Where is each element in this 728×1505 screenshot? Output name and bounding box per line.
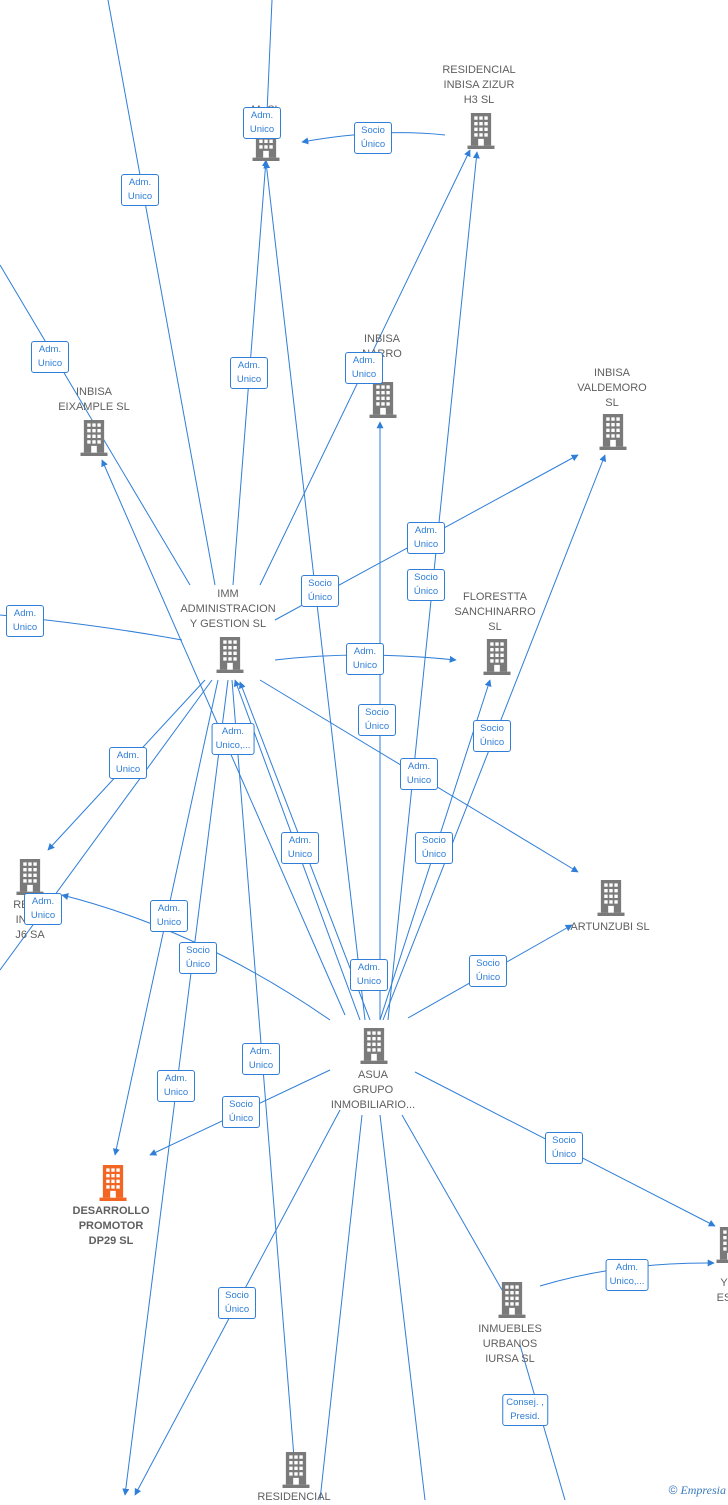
edge-label[interactable]: Socio Único xyxy=(415,832,453,864)
edge-label[interactable]: Socio Único xyxy=(222,1096,260,1128)
edge-label[interactable]: Adm. Unico xyxy=(281,832,319,864)
building-icon[interactable] xyxy=(499,1282,526,1318)
node-label-imm[interactable]: IMM ADMINISTRACION Y GESTION SL xyxy=(168,587,288,632)
edge-label[interactable]: Socio Único xyxy=(407,569,445,601)
edge-label[interactable]: Adm. Unico xyxy=(150,900,188,932)
edge-label[interactable]: Socio Único xyxy=(218,1287,256,1319)
edge xyxy=(232,680,295,1470)
building-icon[interactable] xyxy=(468,113,495,149)
building-icon[interactable] xyxy=(484,639,511,675)
edge-label[interactable]: Consej. , Presid. xyxy=(502,1394,548,1426)
node-label-inmuebles[interactable]: INMUEBLES URBANOS IURSA SL xyxy=(450,1322,570,1367)
edge-label[interactable]: Socio Único xyxy=(545,1132,583,1164)
edge xyxy=(402,1115,502,1290)
edge-label[interactable]: Adm. Unico xyxy=(31,341,69,373)
edge-label[interactable]: Adm. Unico xyxy=(109,747,147,779)
edge-label[interactable]: Adm. Unico xyxy=(121,174,159,206)
edge-label[interactable]: Adm. Unico xyxy=(242,1043,280,1075)
node-label-desarrollo[interactable]: DESARROLLO PROMOTOR DP29 SL xyxy=(51,1204,171,1249)
edge-label[interactable]: Socio Único xyxy=(301,575,339,607)
building-icon[interactable] xyxy=(598,880,625,916)
building-icon[interactable] xyxy=(100,1165,127,1201)
edge-label[interactable]: Adm. Unico,... xyxy=(212,723,255,755)
building-icon[interactable] xyxy=(717,1227,728,1263)
edge-label[interactable]: Adm. Unico xyxy=(6,605,44,637)
edge-label[interactable]: Adm. Unico xyxy=(407,522,445,554)
edge-label[interactable]: Adm. Unico xyxy=(350,959,388,991)
edge-label[interactable]: Socio Único xyxy=(358,704,396,736)
building-icon[interactable] xyxy=(370,382,397,418)
node-label-zizur[interactable]: RESIDENCIAL INBISA ZIZUR H3 SL xyxy=(419,63,539,108)
edge-label[interactable]: Adm. Unico xyxy=(157,1070,195,1102)
building-icon[interactable] xyxy=(81,420,108,456)
copyright-symbol: © xyxy=(669,1483,678,1497)
node-label-valdemoro[interactable]: INBISA VALDEMORO SL xyxy=(552,366,672,411)
building-icon[interactable] xyxy=(17,859,44,895)
building-icon[interactable] xyxy=(283,1452,310,1488)
building-icon[interactable] xyxy=(600,414,627,450)
building-icon[interactable] xyxy=(361,1028,388,1064)
node-label-residencial-bottom[interactable]: RESIDENCIAL xyxy=(234,1490,354,1505)
edge-label[interactable]: Adm. Unico xyxy=(243,107,281,139)
edge-label[interactable]: Socio Único xyxy=(179,942,217,974)
edge-label[interactable]: Adm. Unico xyxy=(346,643,384,675)
edge-label[interactable]: Socio Único xyxy=(354,122,392,154)
edge xyxy=(380,1115,425,1500)
node-label-floresta[interactable]: FLORESTTA SANCHINARRO SL xyxy=(435,590,555,635)
edge-label[interactable]: Adm. Unico xyxy=(24,893,62,925)
edge xyxy=(108,0,215,585)
node-label-artunzubi[interactable]: ARTUNZUBI SL xyxy=(550,920,670,935)
edge-label[interactable]: Adm. Unico xyxy=(400,758,438,790)
edge-label[interactable]: Socio Único xyxy=(473,720,511,752)
brand-logo: Empresia xyxy=(680,1483,726,1497)
copyright-mark: © Empresia xyxy=(669,1483,726,1498)
edge-label[interactable]: Adm. Unico xyxy=(345,352,383,384)
edge-label[interactable]: Adm. Unico,... xyxy=(606,1259,649,1291)
node-label-es-right[interactable]: Y ES xyxy=(714,1276,728,1306)
edge-label[interactable]: Adm. Unico xyxy=(230,357,268,389)
node-label-eixample[interactable]: INBISA EIXAMPLE SL xyxy=(34,385,154,415)
node-label-asua[interactable]: ASUA GRUPO INMOBILIARIO... xyxy=(313,1068,433,1113)
edge-label[interactable]: Socio Único xyxy=(469,955,507,987)
building-icon[interactable] xyxy=(217,637,244,673)
edge xyxy=(320,1115,362,1500)
